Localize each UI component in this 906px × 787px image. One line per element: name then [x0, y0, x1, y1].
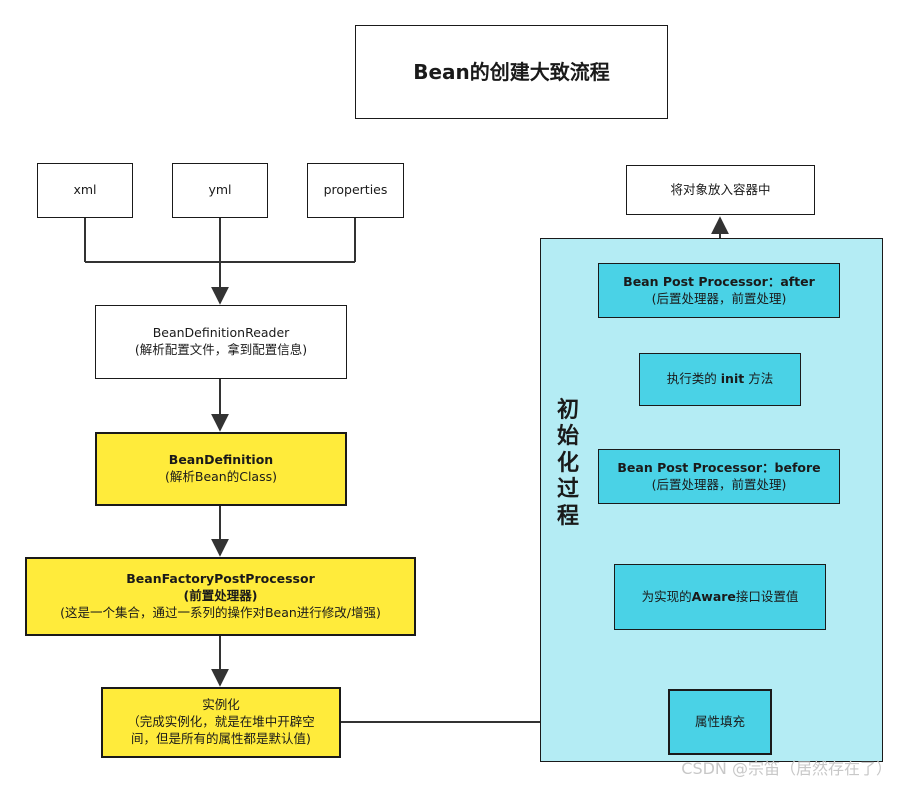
initialization-label: 初 始 化 过 程 — [553, 398, 583, 530]
initialization-label-char: 初 — [556, 398, 579, 423]
definition-name: BeanDefinition — [168, 452, 274, 468]
instantiate-desc-line2: 间，但是所有的属性都是默认值) — [131, 730, 311, 746]
source-xml-label: xml — [73, 182, 97, 198]
diagram-title-box: Bean的创建大致流程 — [355, 25, 668, 119]
initialization-label-char: 化 — [556, 450, 579, 476]
bean-definition-reader-box: BeanDefinitionReader (解析配置文件，拿到配置信息) — [95, 305, 347, 379]
instantiate-box: 实例化 （完成实例化，就是在堆中开辟空 间，但是所有的属性都是默认值) — [101, 687, 341, 758]
init-method-keyword: init — [720, 371, 745, 387]
populate-label: 属性填充 — [694, 713, 745, 729]
diagram-title: Bean的创建大致流程 — [413, 59, 610, 84]
bpp-before-name: Bean Post Processor：before — [617, 459, 821, 475]
aware-keyword: Aware — [691, 588, 736, 604]
aware-label: 为实现的Aware接口设置值 — [642, 589, 799, 606]
aware-box: 为实现的Aware接口设置值 — [614, 564, 826, 630]
source-properties-box: properties — [307, 163, 404, 218]
factory-post-sub: (前置处理器) — [183, 588, 258, 604]
bpp-before-box: Bean Post Processor：before (后置处理器，前置处理) — [598, 449, 840, 504]
bpp-after-desc: (后置处理器，前置处理) — [651, 290, 787, 306]
initialization-label-char: 过 — [556, 477, 579, 503]
bpp-before-desc: (后置处理器，前置处理) — [651, 476, 787, 492]
bean-definition-box: BeanDefinition (解析Bean的Class) — [95, 432, 347, 506]
init-method-label: 执行类的 init 方法 — [667, 371, 773, 388]
source-properties-label: properties — [323, 182, 388, 198]
init-method-pre: 执行类的 — [666, 371, 721, 387]
reader-desc: (解析配置文件，拿到配置信息) — [134, 342, 308, 357]
bpp-after-box: Bean Post Processor：after (后置处理器，前置处理) — [598, 263, 840, 318]
initialization-label-char: 程 — [556, 503, 579, 529]
reader-name: BeanDefinitionReader — [152, 325, 290, 341]
init-method-post: 方法 — [744, 371, 774, 387]
factory-post-name: BeanFactoryPostProcessor — [126, 571, 315, 587]
source-yml-label: yml — [208, 182, 232, 198]
instantiate-name: 实例化 — [202, 697, 240, 713]
source-xml-box: xml — [37, 163, 133, 218]
bpp-after-name: Bean Post Processor：after — [623, 273, 815, 289]
factory-post-desc: (这是一个集合，通过一系列的操作对Bean进行修改/增强) — [60, 604, 381, 620]
aware-post: 接口设置值 — [735, 588, 799, 604]
bean-factory-post-processor-box: BeanFactoryPostProcessor (前置处理器) (这是一个集合… — [25, 557, 416, 636]
definition-desc: (解析Bean的Class) — [165, 469, 277, 484]
put-into-container-box: 将对象放入容器中 — [626, 165, 815, 215]
watermark: CSDN @宗笛（居然存在了） — [681, 759, 892, 778]
instantiate-desc-line1: （完成实例化，就是在堆中开辟空 — [127, 714, 315, 730]
initialization-label-char: 始 — [556, 424, 579, 450]
container-label: 将对象放入容器中 — [670, 181, 771, 197]
populate-properties-box: 属性填充 — [668, 689, 772, 755]
init-method-box: 执行类的 init 方法 — [639, 353, 801, 406]
aware-pre: 为实现的 — [641, 588, 692, 604]
source-yml-box: yml — [172, 163, 268, 218]
